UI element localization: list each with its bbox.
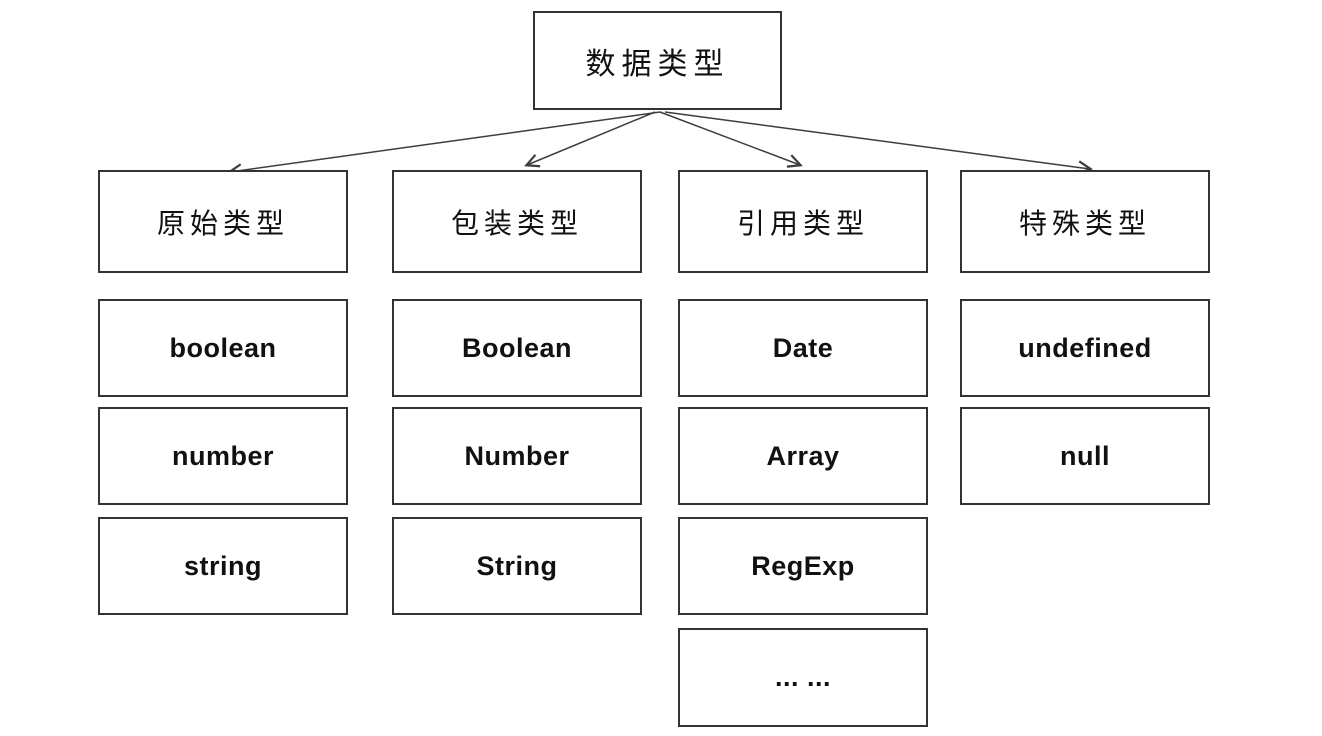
category-label: 原始类型 bbox=[156, 207, 289, 239]
type-label: number bbox=[171, 440, 274, 471]
type-label: Date bbox=[772, 332, 834, 363]
type-label: string bbox=[183, 550, 262, 581]
type-node-String: String bbox=[392, 517, 642, 615]
type-label: boolean bbox=[169, 332, 277, 363]
type-node-null: null bbox=[960, 407, 1210, 505]
category-node-primitive: 原始类型 bbox=[98, 170, 348, 273]
type-node-Array: Array bbox=[678, 407, 928, 505]
type-label: String bbox=[476, 550, 558, 581]
type-node-Date: Date bbox=[678, 299, 928, 397]
category-node-special: 特殊类型 bbox=[960, 170, 1210, 273]
category-node-reference: 引用类型 bbox=[678, 170, 928, 273]
type-node-boolean: boolean bbox=[98, 299, 348, 397]
category-label: 包装类型 bbox=[450, 207, 583, 239]
category-node-wrapper: 包装类型 bbox=[392, 170, 642, 273]
type-label: Number bbox=[464, 440, 570, 471]
type-node-number: number bbox=[98, 407, 348, 505]
category-label: 特殊类型 bbox=[1018, 207, 1151, 239]
root-node-label: 数据类型 bbox=[585, 47, 730, 81]
type-node-RegExp: RegExp bbox=[678, 517, 928, 615]
type-label: Boolean bbox=[461, 332, 572, 363]
type-label: ... ... bbox=[774, 662, 831, 692]
type-node-Boolean: Boolean bbox=[392, 299, 642, 397]
root-node-data-types: 数据类型 bbox=[533, 11, 782, 110]
type-node-ellipsis: ... ... bbox=[678, 628, 928, 727]
arrow-to-wrapper bbox=[527, 111, 656, 165]
type-node-Number: Number bbox=[392, 407, 642, 505]
type-label: RegExp bbox=[751, 550, 855, 581]
category-label: 引用类型 bbox=[736, 207, 869, 239]
type-node-undefined: undefined bbox=[960, 299, 1210, 397]
type-label: Array bbox=[766, 440, 840, 471]
type-label: null bbox=[1060, 440, 1110, 471]
type-label: undefined bbox=[1018, 332, 1152, 363]
arrow-to-special bbox=[664, 111, 1090, 169]
arrow-to-reference bbox=[659, 111, 800, 165]
type-node-string: string bbox=[98, 517, 348, 615]
arrow-to-primitive bbox=[230, 111, 661, 172]
